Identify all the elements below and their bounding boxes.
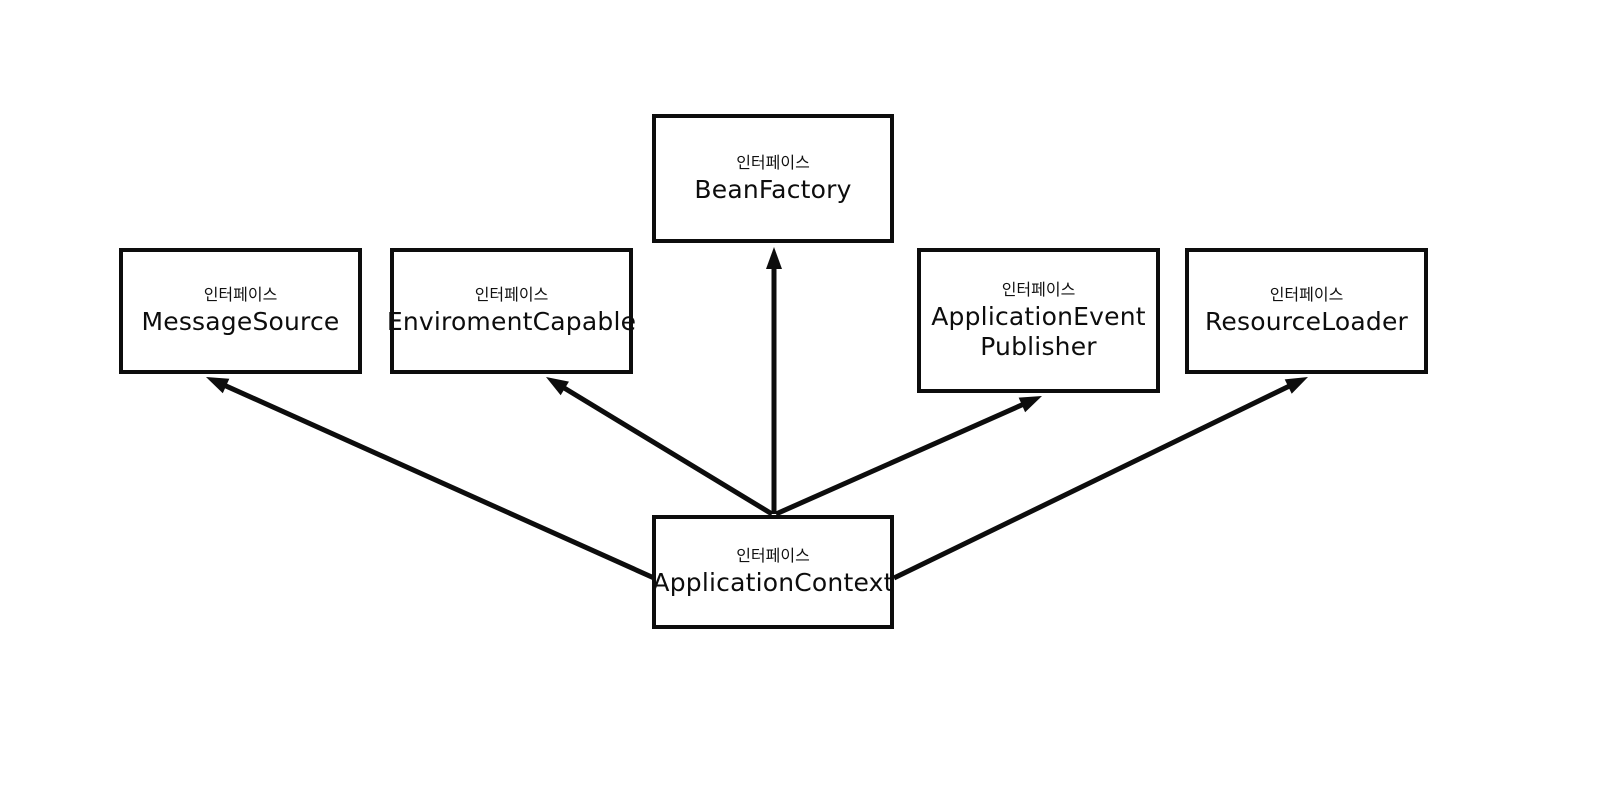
edge-arrowhead	[1018, 396, 1042, 413]
stereotype-label: 인터페이스	[736, 152, 810, 172]
edge-arrowhead	[766, 247, 782, 269]
edge-arrowhead	[546, 377, 569, 396]
stereotype-label: 인터페이스	[203, 285, 278, 305]
uml-node-bean-factory[interactable]: 인터페이스 BeanFactory	[652, 114, 894, 243]
node-title: BeanFactory	[694, 174, 852, 204]
uml-node-application-event-publisher[interactable]: 인터페이스 ApplicationEvent Publisher	[917, 248, 1160, 393]
node-title: ApplicationContext	[652, 568, 894, 598]
node-title: ApplicationEvent Publisher	[931, 302, 1146, 361]
uml-node-message-source[interactable]: 인터페이스 MessageSource	[119, 248, 362, 374]
edge-line	[892, 381, 1295, 581]
stereotype-label: 인터페이스	[1269, 285, 1344, 305]
edge-line	[774, 400, 1029, 517]
uml-node-application-context[interactable]: 인터페이스 ApplicationContext	[652, 515, 894, 629]
stereotype-label: 인터페이스	[1001, 280, 1076, 299]
uml-node-resource-loader[interactable]: 인터페이스 ResourceLoader	[1185, 248, 1428, 374]
node-title: MessageSource	[141, 307, 340, 337]
stereotype-label: 인터페이스	[474, 285, 549, 305]
edge-line	[558, 383, 774, 517]
edge-arrowhead	[206, 377, 230, 394]
edge-line	[219, 381, 656, 581]
uml-node-enviroment-capable[interactable]: 인터페이스 EnviromentCapable	[386, 248, 637, 374]
stereotype-label: 인터페이스	[736, 546, 810, 566]
edge-arrowhead	[1284, 377, 1308, 394]
node-title: EnviromentCapable	[386, 307, 637, 337]
node-title: ResourceLoader	[1204, 307, 1409, 337]
